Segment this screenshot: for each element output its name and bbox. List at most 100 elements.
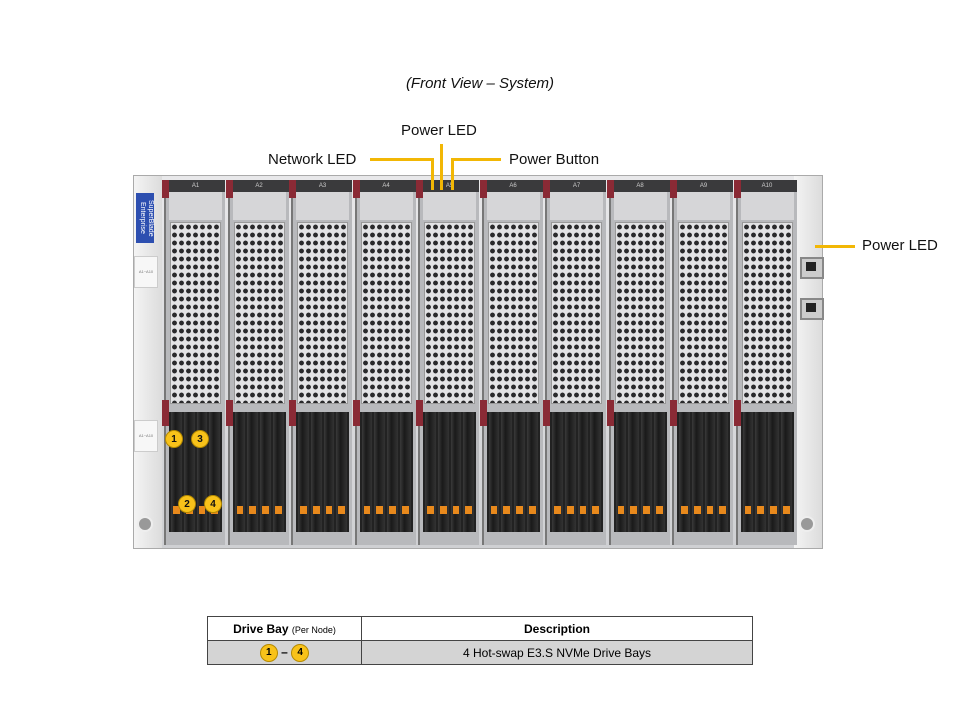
callout-power-led-right: Power LED: [862, 237, 938, 254]
drive-cage: [550, 412, 603, 532]
drive-bay: [488, 412, 500, 532]
blade-node: A5: [416, 180, 479, 545]
screw-icon: [137, 516, 153, 532]
blade-node: A10: [733, 180, 797, 545]
drive-cage: [677, 412, 730, 532]
blade-label: A5: [420, 180, 479, 192]
drive-bay: [234, 412, 246, 532]
drive-bay: [514, 412, 525, 532]
drive-bay: [437, 412, 449, 532]
blade-node: A3: [289, 180, 352, 545]
blade-control-panel: [740, 192, 794, 220]
vent-grill: [551, 222, 602, 404]
screw-icon: [799, 516, 815, 532]
drive-bay: [577, 412, 589, 532]
vent-grill: [678, 222, 729, 404]
drive-cage: [296, 412, 349, 532]
blade-label: A3: [293, 180, 352, 192]
drive-bay: [590, 412, 601, 532]
drive-bay: [310, 412, 322, 532]
drive-bay: [361, 412, 373, 532]
blade-label: A10: [737, 180, 797, 192]
table-row: 1 – 4 4 Hot-swap E3.S NVMe Drive Bays: [207, 640, 753, 665]
drive-cage: [486, 412, 540, 532]
drive-bay: [717, 412, 728, 532]
badge-3: 3: [191, 430, 209, 448]
latch-handle: [543, 400, 550, 426]
badge-1: 1: [165, 430, 183, 448]
drive-bay: [247, 412, 258, 532]
drive-cage: [740, 412, 794, 532]
blade-control-panel: [232, 192, 286, 220]
blade-node: A4: [352, 180, 416, 545]
leader-line: [431, 158, 434, 190]
latch-handle: [479, 180, 487, 198]
latch-handle: [289, 400, 296, 426]
blade-label: A6: [483, 180, 543, 192]
header-description: Description: [361, 616, 753, 641]
drive-bay: [615, 412, 627, 532]
drive-bay: [526, 412, 538, 532]
drive-bay: [768, 412, 779, 532]
blade-control-panel: [677, 192, 730, 220]
blade-control-panel: [613, 192, 667, 220]
vent-grill: [297, 222, 348, 404]
drive-bay: [653, 412, 665, 532]
drive-bay: [196, 412, 208, 532]
drive-bay-table: Drive Bay (Per Node) Description 1 – 4 4…: [207, 616, 753, 665]
vent-grill: [233, 222, 285, 404]
latch-handle: [162, 180, 169, 198]
drive-bay: [387, 412, 398, 532]
drive-bay: [564, 412, 576, 532]
drive-cage: [613, 412, 667, 532]
latch-handle: [733, 180, 741, 198]
blade-node: A8: [606, 180, 670, 545]
drive-bay: [780, 412, 792, 532]
table-header-row: Drive Bay (Per Node) Description: [207, 616, 753, 641]
drive-bay: [425, 412, 436, 532]
drive-bay: [641, 412, 652, 532]
blade-control-panel: [296, 192, 349, 220]
drive-bay: [552, 412, 563, 532]
drive-bay: [691, 412, 703, 532]
leader-line: [815, 245, 855, 248]
blade-control-panel: [169, 192, 222, 220]
latch-handle: [352, 400, 360, 426]
blade-node: A9: [670, 180, 733, 545]
callout-network-led: Network LED: [268, 151, 357, 168]
drive-bay: [298, 412, 309, 532]
drive-cage: [423, 412, 476, 532]
latch-handle: [479, 400, 487, 426]
vent-grill: [170, 222, 221, 404]
drive-bay: [260, 412, 271, 532]
blade-control-panel: [423, 192, 476, 220]
blade-control-panel: [486, 192, 540, 220]
drive-bay: [374, 412, 385, 532]
badge-4: 4: [204, 495, 222, 513]
vent-grill: [614, 222, 666, 404]
latch-handle: [670, 400, 677, 426]
drive-bay: [679, 412, 690, 532]
header-drive-bay: Drive Bay (Per Node): [207, 616, 362, 641]
diagram-title: (Front View – System): [405, 75, 555, 92]
latch-handle: [670, 180, 677, 198]
drive-bay: [323, 412, 335, 532]
blade-control-panel: [550, 192, 603, 220]
drive-bay: [399, 412, 411, 532]
brand-label: SuperBlade Enterprise: [136, 193, 154, 243]
side-tag: A1~A10: [134, 256, 158, 288]
latch-handle: [162, 400, 169, 426]
blade-label: A9: [674, 180, 733, 192]
blade-node: A7: [543, 180, 606, 545]
vent-grill: [360, 222, 412, 404]
latch-handle: [416, 180, 423, 198]
drive-bay: [209, 412, 220, 532]
rj45-port: [800, 298, 824, 320]
blade-node: A1: [162, 180, 225, 545]
latch-handle: [543, 180, 550, 198]
latch-handle: [225, 180, 233, 198]
drive-cage: [359, 412, 413, 532]
latch-handle: [733, 400, 741, 426]
vent-grill: [741, 222, 793, 404]
